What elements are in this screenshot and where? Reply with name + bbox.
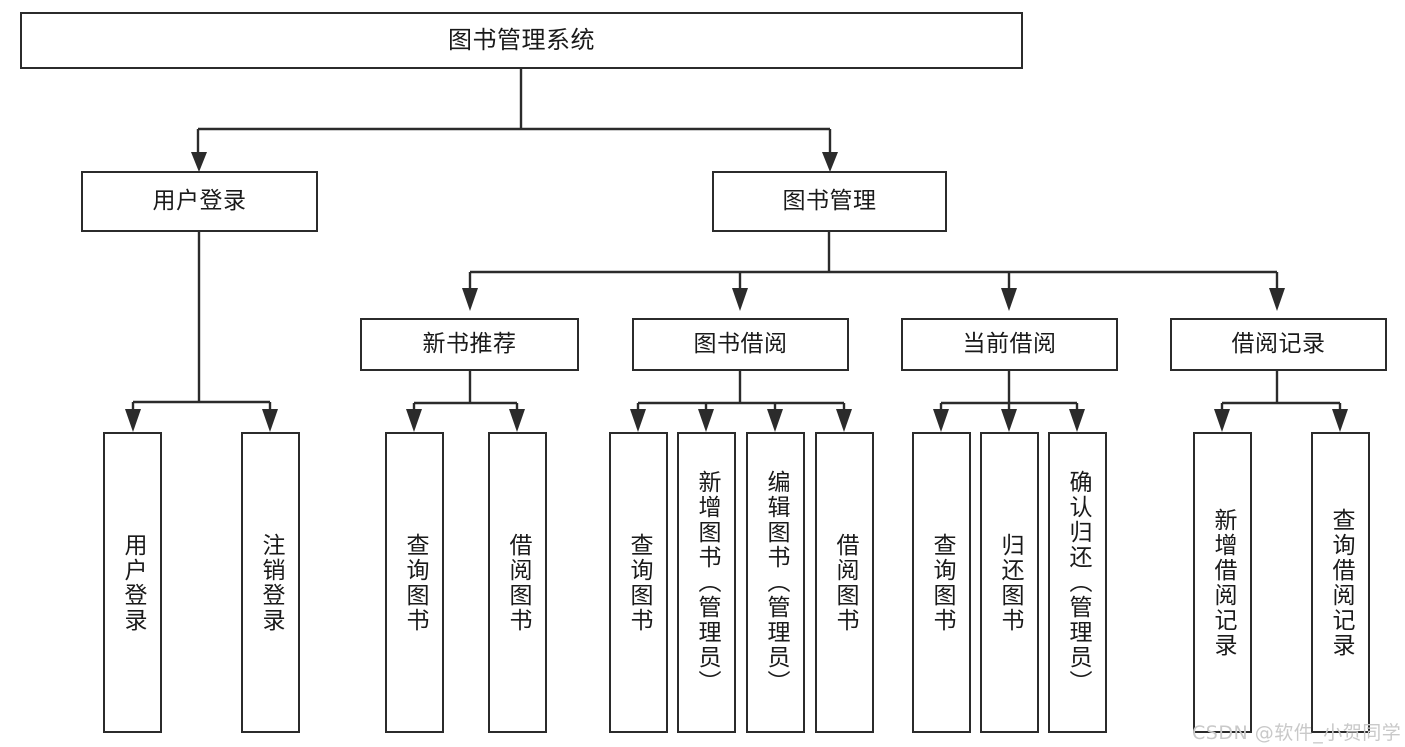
node-label: 查询图书 (402, 532, 428, 633)
node-leaf-query-book-recommend[interactable]: 查询图书 (385, 432, 444, 733)
node-label: 新书推荐 (422, 330, 517, 357)
node-leaf-return-book[interactable]: 归还图书 (980, 432, 1039, 733)
node-leaf-user-login[interactable]: 用户登录 (103, 432, 162, 733)
node-root-book-management-system[interactable]: 图书管理系统 (20, 12, 1023, 69)
node-leaf-borrow-book[interactable]: 借阅图书 (815, 432, 874, 733)
node-borrow-record[interactable]: 借阅记录 (1170, 318, 1387, 371)
node-leaf-logout[interactable]: 注销登录 (241, 432, 300, 733)
node-label: 借阅图书 (832, 532, 858, 633)
node-label: 借阅记录 (1231, 330, 1326, 357)
csdn-watermark: CSDN @软件_小贺同学 (1192, 722, 1402, 744)
node-label: 确认归还（管理员） (1065, 470, 1091, 695)
node-leaf-edit-book-admin[interactable]: 编辑图书（管理员） (746, 432, 805, 733)
node-user-login[interactable]: 用户登录 (81, 171, 318, 232)
node-label: 归还图书 (997, 532, 1023, 633)
node-current-borrow[interactable]: 当前借阅 (901, 318, 1118, 371)
node-book-management[interactable]: 图书管理 (712, 171, 947, 232)
node-leaf-confirm-return-admin[interactable]: 确认归还（管理员） (1048, 432, 1107, 733)
node-leaf-borrow-book-recommend[interactable]: 借阅图书 (488, 432, 547, 733)
node-leaf-query-book-borrow[interactable]: 查询图书 (609, 432, 668, 733)
node-label: 图书管理 (782, 187, 877, 214)
node-label: 编辑图书（管理员） (763, 470, 789, 695)
node-leaf-query-borrow-record[interactable]: 查询借阅记录 (1311, 432, 1370, 733)
node-label: 新增借阅记录 (1210, 507, 1236, 658)
node-label: 用户登录 (120, 532, 146, 633)
node-label: 查询图书 (626, 532, 652, 633)
node-leaf-query-book-current[interactable]: 查询图书 (912, 432, 971, 733)
node-label: 图书借阅 (693, 330, 788, 357)
node-label: 图书管理系统 (448, 26, 595, 55)
node-label: 新增图书（管理员） (694, 470, 720, 695)
node-label: 借阅图书 (505, 532, 531, 633)
node-label: 查询图书 (929, 532, 955, 633)
node-label: 用户登录 (152, 187, 247, 214)
node-label: 查询借阅记录 (1328, 507, 1354, 658)
node-book-borrow[interactable]: 图书借阅 (632, 318, 849, 371)
node-label: 当前借阅 (962, 330, 1057, 357)
node-label: 注销登录 (258, 532, 284, 633)
node-leaf-add-book-admin[interactable]: 新增图书（管理员） (677, 432, 736, 733)
node-leaf-add-borrow-record[interactable]: 新增借阅记录 (1193, 432, 1252, 733)
node-new-book-recommend[interactable]: 新书推荐 (360, 318, 579, 371)
